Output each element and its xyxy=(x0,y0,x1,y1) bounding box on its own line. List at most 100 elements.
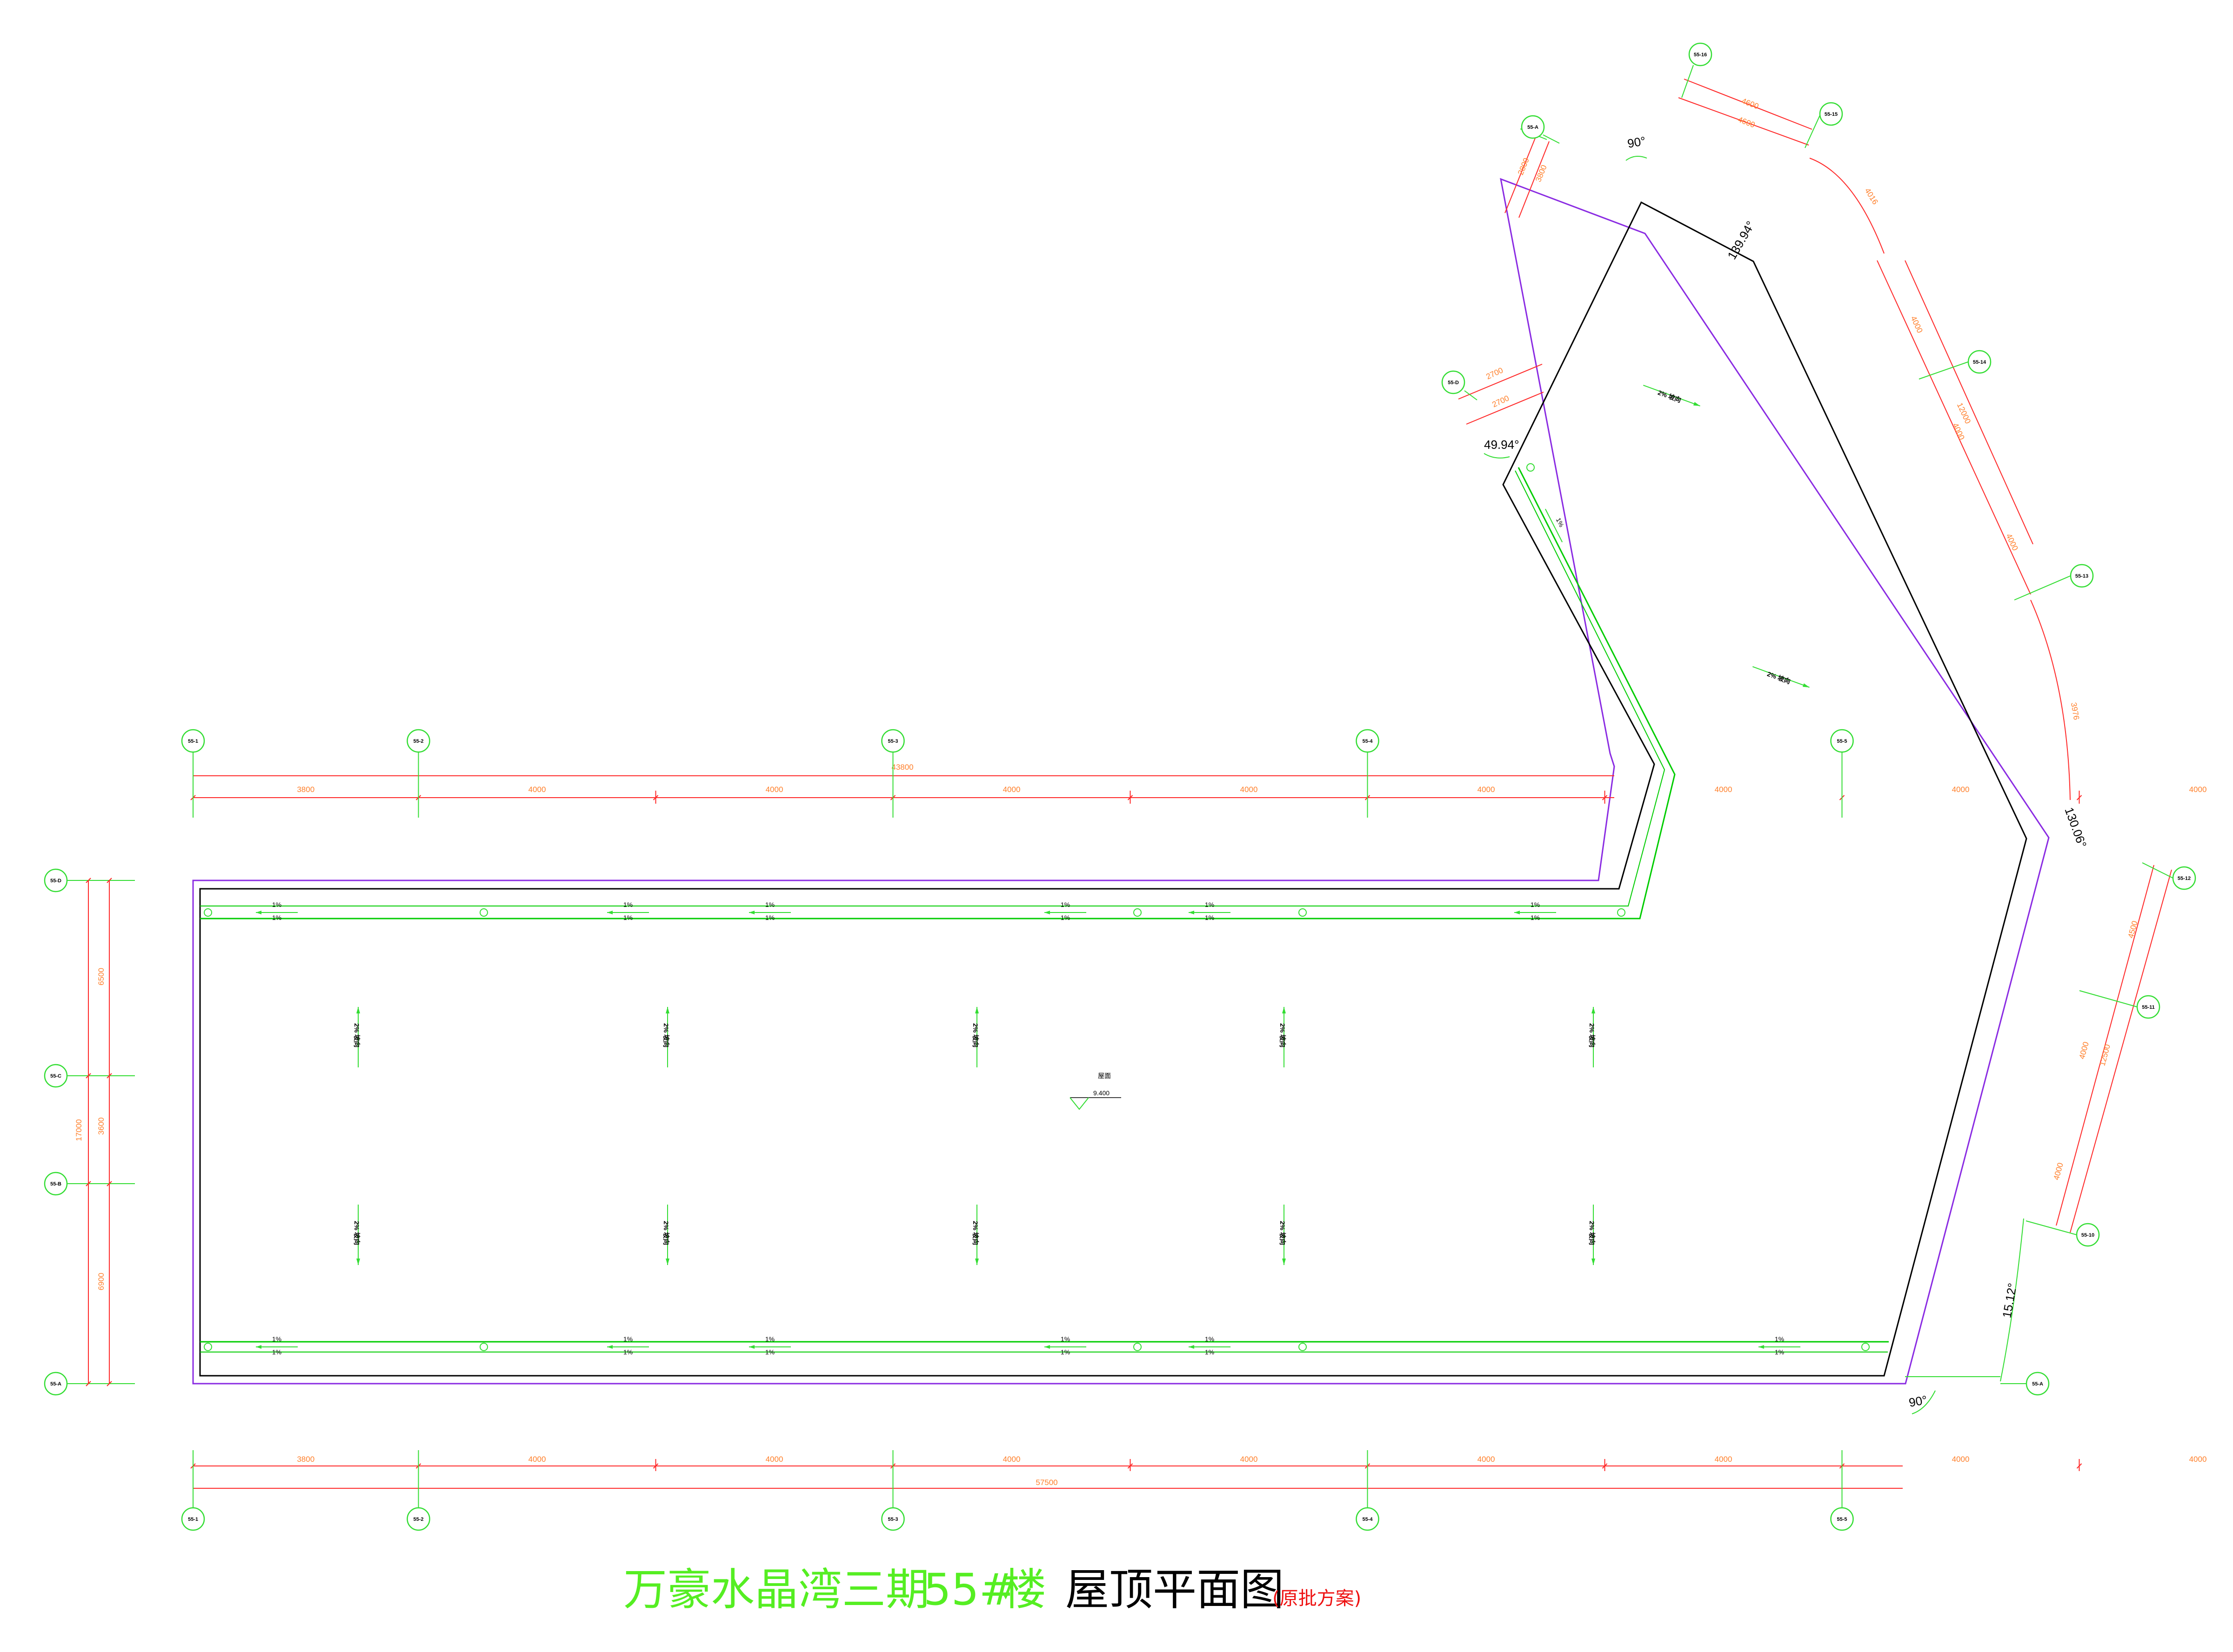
parapet-line xyxy=(200,467,1676,919)
svg-text:2% 坡向: 2% 坡向 xyxy=(662,1023,670,1047)
bottom-span-7: 4000 xyxy=(1715,1455,1732,1464)
slope-arrow: 2% 坡向 xyxy=(972,1007,979,1067)
gutter-slope-mark: 1% 1% xyxy=(256,901,298,921)
svg-text:55-3: 55-3 xyxy=(888,739,898,744)
roof-drain xyxy=(1298,1343,1307,1351)
svg-text:2% 坡向: 2% 坡向 xyxy=(1657,389,1682,404)
slope-arrow: 2% 坡向 xyxy=(972,1205,979,1265)
svg-text:55-B: 55-B xyxy=(50,1181,61,1187)
wing-axis-55-A: 55-A xyxy=(2026,1372,2050,1396)
svg-text:1%: 1% xyxy=(765,901,775,908)
wing-axis-markers: 55-A55-D55-1655-1555-1455-1355-1255-1155… xyxy=(1441,42,2196,1396)
top-axis-55-1: 55-1 xyxy=(181,729,205,753)
svg-text:1%: 1% xyxy=(1531,914,1540,921)
svg-text:2% 坡向: 2% 坡向 xyxy=(1588,1023,1596,1047)
gutter-slope-mark: 1%1% xyxy=(607,1335,649,1356)
roof-drain xyxy=(204,1343,212,1351)
gutter-slope-mark: 1%1% xyxy=(1758,1335,1800,1356)
svg-text:1%: 1% xyxy=(1205,1335,1214,1343)
top-axis-55-3: 55-3 xyxy=(881,729,905,753)
gutter-slope-mark: 1%1% xyxy=(256,1335,298,1356)
svg-text:55-5: 55-5 xyxy=(1837,1517,1847,1522)
svg-text:55-D: 55-D xyxy=(1448,380,1459,386)
d-dim-1: 2700 xyxy=(1485,366,1504,381)
wing-axis-55-11: 55-11 xyxy=(2136,995,2160,1019)
top-span-8: 4000 xyxy=(1952,785,1970,794)
svg-text:1%: 1% xyxy=(1205,901,1214,908)
svg-text:屋面: 屋面 xyxy=(1098,1072,1111,1079)
slope-arrow: 2% 坡向 xyxy=(1752,666,1810,688)
roof-drain xyxy=(1617,908,1625,917)
svg-text:55-15: 55-15 xyxy=(1825,112,1838,117)
left-axis-55-A: 55-A xyxy=(44,1372,68,1396)
svg-text:2% 坡向: 2% 坡向 xyxy=(1588,1221,1596,1245)
top-span-2: 4000 xyxy=(528,785,546,794)
svg-text:55-4: 55-4 xyxy=(1362,1517,1373,1522)
wing-axis-55-13: 55-13 xyxy=(2070,564,2094,588)
svg-text:55-1: 55-1 xyxy=(188,1517,198,1522)
svg-text:55-A: 55-A xyxy=(2032,1381,2043,1387)
svg-text:2% 坡向: 2% 坡向 xyxy=(662,1221,670,1245)
title-lou: 楼 xyxy=(1003,1565,1046,1615)
svg-text:1%: 1% xyxy=(765,914,775,921)
wing-dimensions: 2800 3800 2700 2700 4600 4600 4016 4000 … xyxy=(1458,79,2172,1382)
svg-text:1%: 1% xyxy=(1205,914,1214,921)
bottom-span-6: 4000 xyxy=(1478,1455,1495,1464)
top-overall-dimension-text: 43800 xyxy=(891,763,913,772)
svg-text:55-A: 55-A xyxy=(1527,125,1538,130)
svg-text:55-2: 55-2 xyxy=(413,739,423,744)
left-axis-55-D: 55-D xyxy=(44,868,68,893)
roof-drain xyxy=(204,908,212,917)
bottom-span-4: 4000 xyxy=(1003,1455,1021,1464)
svg-text:1%: 1% xyxy=(1775,1335,1784,1343)
svg-text:2% 坡向: 2% 坡向 xyxy=(972,1023,979,1047)
angle-15: 15.12° xyxy=(1999,1282,2019,1319)
svg-text:55-13: 55-13 xyxy=(2075,573,2088,579)
roof-elevation-mark: 屋面 9.400 xyxy=(1070,1072,1121,1110)
roof-drain xyxy=(1133,908,1142,917)
slope-arrow: 2% 坡向 xyxy=(1643,385,1700,406)
wing-axis-55-D: 55-D xyxy=(1441,370,1465,394)
gutter-line-top xyxy=(200,470,1665,906)
slope-arrow: 2% 坡向 xyxy=(353,1007,361,1067)
top-axis-55-5: 55-5 xyxy=(1830,729,1854,753)
svg-text:55-D: 55-D xyxy=(50,878,61,884)
gutter-slope-mark: 1% xyxy=(1544,508,1565,543)
svg-text:55-5: 55-5 xyxy=(1837,739,1847,744)
left-axis-55-C: 55-C xyxy=(44,1064,68,1088)
inner-wall-outline xyxy=(199,201,2027,1377)
svg-text:43800: 43800 xyxy=(891,763,913,772)
angle-90-bottom: 90° xyxy=(1908,1393,1928,1410)
svg-text:1%: 1% xyxy=(623,1335,633,1343)
bottom-span-8: 4000 xyxy=(1952,1455,1970,1464)
angle-90-top: 90° xyxy=(1626,134,1647,151)
title-note: (原批方案) xyxy=(1272,1588,1361,1609)
slope-arrow: 2% 坡向 xyxy=(1279,1007,1286,1067)
gutter-slope-mark: 1% 1% xyxy=(749,901,791,921)
svg-text:1%: 1% xyxy=(272,914,281,921)
bottom-overall-dimension-text: 57500 xyxy=(1036,1478,1057,1487)
bottom-span-9: 4000 xyxy=(2189,1455,2207,1464)
slope-arrow: 2% 坡向 xyxy=(1279,1205,1286,1265)
top-span-1: 3800 xyxy=(297,785,314,794)
top-axis-55-4: 55-4 xyxy=(1356,729,1379,753)
left-axis-55-B: 55-B xyxy=(44,1172,68,1196)
svg-text:1%: 1% xyxy=(1061,1335,1070,1343)
svg-text:55-14: 55-14 xyxy=(1973,360,1986,365)
angle-130: 130.06° xyxy=(2062,806,2089,850)
arc-upper-text: 4016 xyxy=(1863,187,1880,206)
slope-arrow: 2% 坡向 xyxy=(662,1007,670,1067)
svg-text:1%: 1% xyxy=(1555,517,1565,528)
slope-arrow: 2% 坡向 xyxy=(662,1205,670,1265)
svg-text:1%: 1% xyxy=(272,901,281,908)
svg-text:1%: 1% xyxy=(1061,1348,1070,1356)
gutter-slope-mark: 1% 1% xyxy=(1514,901,1556,921)
top-span-4: 4000 xyxy=(1003,785,1021,794)
svg-text:1%: 1% xyxy=(1531,901,1540,908)
svg-text:1%: 1% xyxy=(1061,914,1070,921)
top-span-5: 4000 xyxy=(1240,785,1258,794)
bottom-axis-55-3: 55-3 xyxy=(881,1507,905,1531)
elevation-value: 9.400 xyxy=(1093,1089,1110,1097)
